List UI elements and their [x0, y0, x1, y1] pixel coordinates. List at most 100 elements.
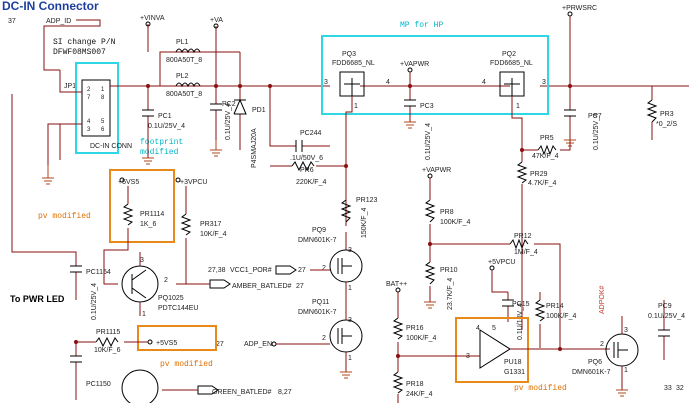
pq2-gate-wire	[511, 96, 523, 150]
capacitor-pc1150	[70, 355, 82, 363]
label-pr1115: PR1115	[96, 329, 120, 336]
label-jp1: JP1	[64, 83, 76, 90]
label-pr8: PR8	[440, 209, 454, 216]
label-pr16-value: 100K/F_4	[406, 335, 436, 342]
capacitor-pc9	[658, 329, 670, 337]
note-pv-modified-2: pv modified	[160, 360, 213, 369]
label-pc3: PC3	[420, 103, 434, 110]
5vs5-port	[119, 177, 125, 183]
bat-port	[395, 287, 401, 293]
pr1114-wire	[103, 186, 129, 285]
net-vcc1-por: VCC1_POR#	[230, 267, 272, 274]
pq3-symbol	[344, 78, 360, 96]
label-pr10-value: 23.7K/F_4	[447, 278, 454, 310]
label-pl1: PL1	[176, 39, 189, 46]
jp1-pin: 5	[101, 119, 105, 125]
net-5vs5-2: +5VS5	[156, 340, 177, 347]
jp1-pin: 3	[87, 127, 91, 133]
annotation-box-jp1	[75, 62, 119, 154]
va-port	[213, 23, 219, 29]
resistor-pr123	[340, 199, 352, 223]
label-pr1115-value: 10K/F_6	[94, 347, 121, 354]
transistor-pq1025	[121, 265, 159, 303]
label-pr317: PR317	[200, 221, 222, 228]
pq2-symbol	[504, 78, 520, 96]
label-pr123: PR123	[356, 197, 378, 204]
page-number: 37	[8, 18, 16, 25]
resistor-pr1114	[122, 203, 134, 226]
annotation-box-mp-for-hp	[321, 35, 549, 115]
ground-symbol	[424, 301, 436, 309]
pr5-wire	[522, 140, 571, 151]
pin-label: 1	[348, 355, 352, 362]
pin-label: 2	[600, 341, 604, 348]
pin-label: 3	[140, 257, 144, 264]
ground-symbol	[616, 389, 628, 397]
label-pl2: PL2	[176, 73, 189, 80]
capacitor-pc3	[404, 99, 416, 107]
label-pc15: PC15	[512, 301, 530, 308]
net-adp-id: ADP_ID	[46, 18, 71, 25]
label-pr18-value: 24K/F_4	[406, 391, 433, 398]
ref-amber-batled: 27	[296, 283, 304, 290]
label-pr10: PR10	[440, 267, 458, 274]
label-pr14: PR14	[546, 303, 564, 310]
note-si-change: SI change P/N	[53, 38, 116, 47]
label-pc1154: PC1154	[86, 269, 111, 276]
junction-dot	[146, 84, 150, 88]
net-va: +VA	[210, 17, 223, 24]
pin-label: 1	[348, 285, 352, 292]
pin-label: 4	[476, 325, 480, 332]
page-title: DC-IN Connector	[2, 0, 99, 13]
label-pr317-value: 10K/F_4	[200, 231, 227, 238]
label-pr29-value: 4.7K/F_4	[528, 180, 557, 187]
resistor-pr8	[424, 199, 436, 223]
resistor-pr12	[509, 238, 529, 250]
label-pc2-value: 0.1U/25V_4	[225, 103, 232, 140]
label-pc2: PC2	[222, 101, 236, 108]
label-pq9: PQ9	[312, 227, 326, 234]
label-pq2: PQ2	[502, 51, 516, 58]
pin-label: 2	[164, 277, 168, 284]
label-pu18-value: G1331	[504, 369, 525, 376]
label-pq1025-value: PDTC144EU	[158, 305, 198, 312]
resistor-pr10	[424, 261, 436, 285]
pc15-wire	[491, 270, 509, 322]
label-pc7: PC7	[588, 113, 602, 120]
jp1-pin: 6	[101, 127, 105, 133]
5vpcu-port	[489, 265, 495, 271]
pq1025-symbol	[131, 269, 147, 299]
label-pr3-value: *0_2/S	[656, 121, 677, 128]
label-pc1-value: 0.1U/25V_4	[148, 123, 185, 130]
jp1-pin: 1	[101, 87, 105, 93]
adp-en-port	[271, 341, 277, 347]
ref-green-batled: 8,27	[278, 389, 292, 396]
label-pr6-value: 220K/F_4	[296, 179, 326, 186]
label-pr16: PR16	[406, 325, 424, 332]
vinva-port	[145, 21, 151, 27]
capacitor-pc1154	[70, 265, 82, 273]
net-prwsrc: +PRWSRC	[562, 5, 597, 12]
pin-label: 3	[542, 79, 546, 86]
label-pu18: PU18	[504, 359, 522, 366]
pin-label: 1	[142, 311, 146, 318]
inductor-pl1	[175, 48, 201, 54]
label-pq6-value: DMN601K-7	[572, 369, 611, 376]
jp1-left-wire	[47, 70, 82, 165]
pin-label: 2	[322, 265, 326, 272]
label-pl1-value: 800A50T_8	[166, 57, 202, 64]
junction-dot	[344, 164, 348, 168]
resistor-pr14	[534, 299, 546, 322]
label-pr3: PR3	[660, 111, 674, 118]
label-pc244-value: .1U/50V_6	[290, 155, 323, 162]
label-pr5-value: 47K/F_4	[532, 153, 559, 160]
pq9-symbol	[337, 258, 352, 274]
junction-dot	[396, 354, 400, 358]
junction-dot	[238, 84, 242, 88]
label-pc7-value: 0.1U/25V_4	[593, 113, 600, 150]
left-rail-wire	[11, 94, 77, 300]
label-pc3-value: 0.1U/25V_4	[425, 123, 432, 160]
resistor-pr317	[180, 213, 192, 236]
resistor-pr3	[646, 99, 658, 123]
annotation-box-5vs5	[137, 325, 217, 351]
